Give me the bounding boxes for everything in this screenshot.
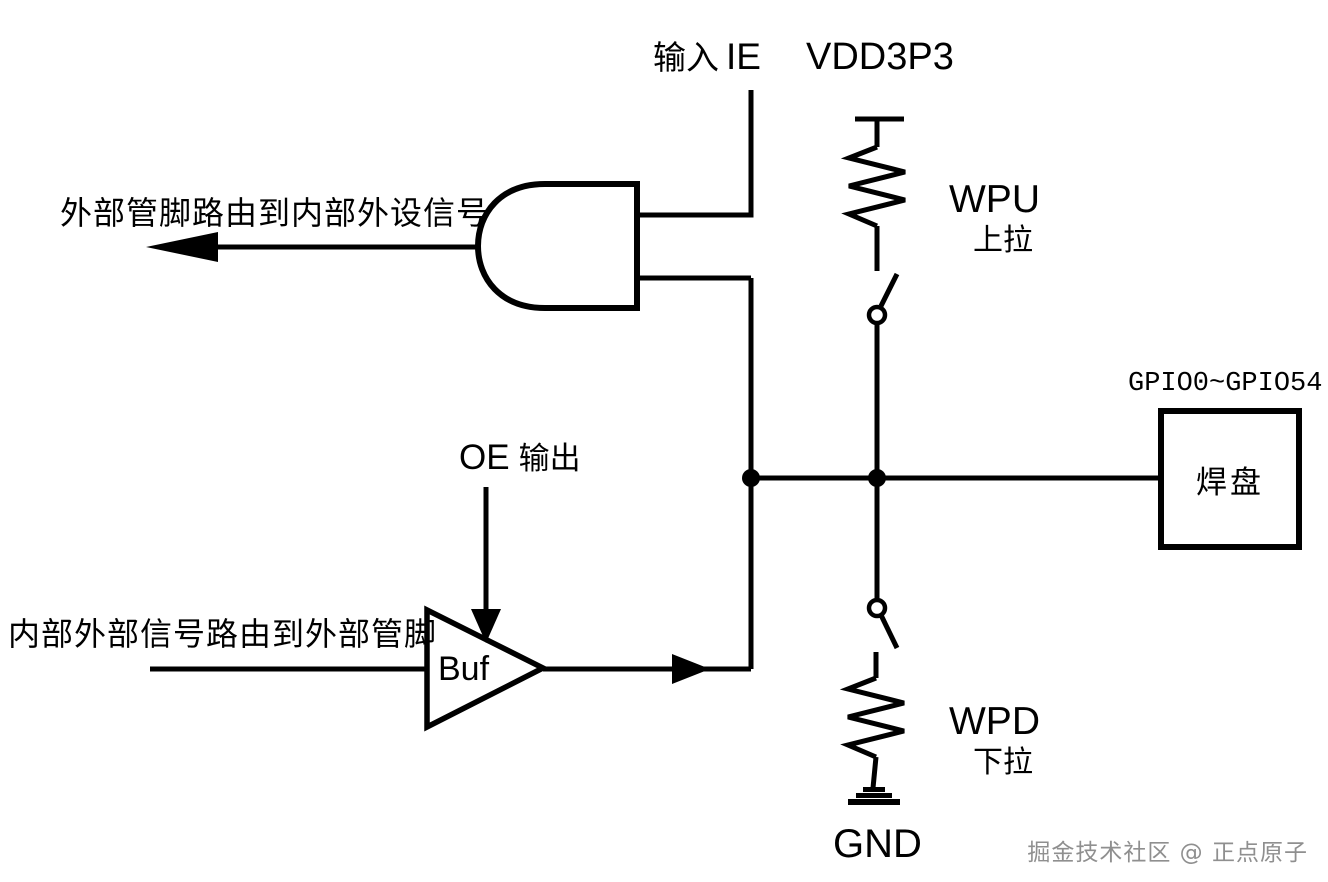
wpu-resistor-symbol	[840, 144, 906, 229]
oe-arrowhead-icon	[471, 609, 501, 643]
route-in-label: 外部管脚路由到内部外设信号	[60, 194, 490, 232]
oe-label-cjk: 输出	[518, 441, 581, 477]
route-in-arrowhead-icon	[146, 232, 218, 262]
wpu-sub-label: 上拉	[973, 223, 1033, 258]
pad-box: 焊盘	[1158, 408, 1302, 550]
ground-symbol-icon	[848, 787, 900, 805]
gpio-range-label: GPIO0~GPIO54	[1128, 369, 1323, 399]
wpu-label: WPU	[949, 178, 1040, 221]
pad-label: 焊盘	[1196, 464, 1264, 501]
junction-dot-left	[742, 469, 760, 487]
oe-label-latin: OE	[459, 438, 510, 477]
wpd-lower-stem	[870, 756, 879, 789]
gnd-label: GND	[833, 822, 922, 866]
vdd3p3-label: VDD3P3	[806, 36, 954, 78]
wpd-switch-lever	[878, 613, 900, 650]
junction-dot-right	[868, 469, 886, 487]
wpd-sub-label: 下拉	[973, 745, 1033, 780]
buf-label: Buf	[438, 650, 490, 688]
and-gate-symbol	[474, 181, 640, 311]
input-ie-label-latin: IE	[726, 36, 761, 77]
route-out-label: 内部外部信号路由到外部管脚	[8, 615, 438, 653]
wpd-resistor-symbol	[839, 675, 905, 760]
buffer-output-arrowhead-icon	[672, 654, 710, 684]
ie-wire	[637, 90, 754, 218]
wpd-label: WPD	[949, 700, 1040, 743]
wpd-switch-contact-icon	[866, 597, 888, 619]
input-ie-label-cjk: 输入	[653, 38, 719, 77]
watermark: 掘金技术社区 @ 正点原子	[1027, 840, 1308, 866]
wpu-switch-contact-icon	[866, 304, 888, 326]
wpu-switch-lever	[878, 272, 900, 308]
